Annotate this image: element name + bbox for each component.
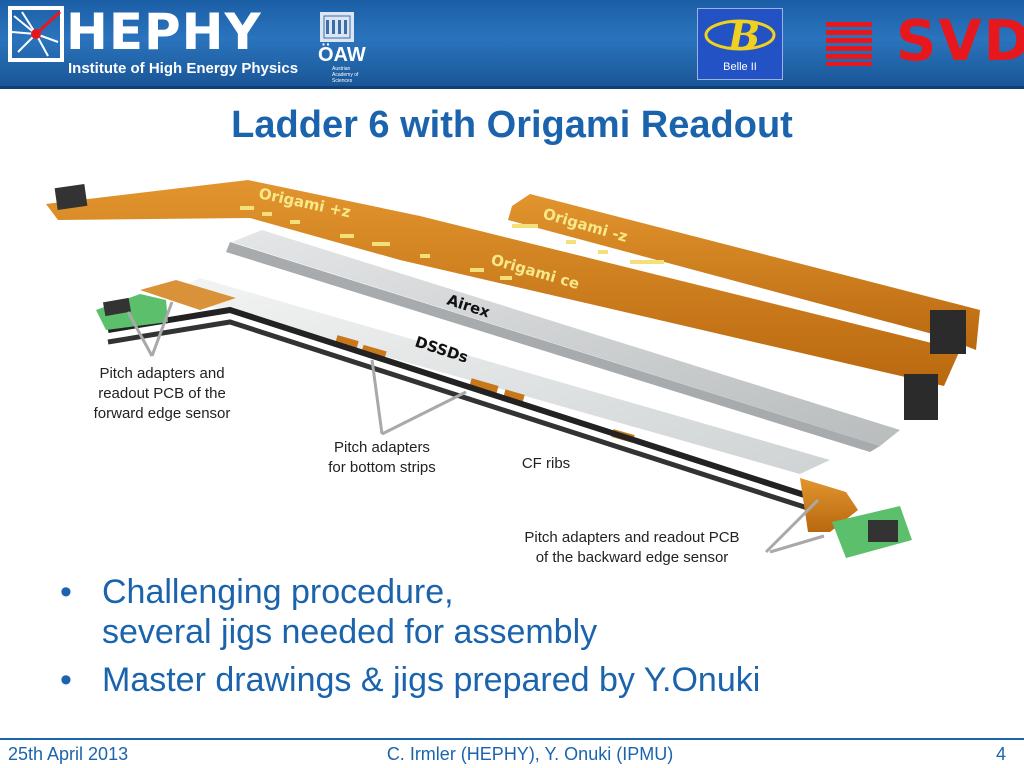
- bullet-list: • Challenging procedure, several jigs ne…: [60, 572, 760, 708]
- cf-rib-2: [107, 319, 821, 515]
- callout-backward-line-2: of the backward edge sensor: [535, 549, 729, 566]
- svg-text:B: B: [727, 13, 760, 58]
- bullet-item: • Master drawings & jigs prepared by Y.O…: [60, 660, 760, 700]
- callout-bottom-strips: Pitch adapters for bottom strips: [292, 438, 472, 478]
- bullet-dot-icon: •: [60, 661, 72, 699]
- header-bar: HEPHY Institute of High Energy Physics Ö…: [0, 0, 1024, 86]
- origami-mz-chips: [512, 224, 664, 264]
- callout-backward-line-1: Pitch adapters and readout PCB: [524, 529, 740, 546]
- belle-ii-label: Belle II: [723, 61, 757, 73]
- oaw-subtitle: Austrian Academy of Sciences: [332, 66, 359, 84]
- forward-pitch-adapter: [140, 280, 236, 310]
- belle-ii-logo: B Belle II: [697, 8, 783, 80]
- bullet-2-line-1: Master drawings & jigs prepared by Y.Onu…: [102, 661, 761, 699]
- footer-divider: [0, 738, 1024, 740]
- bottom-arrow-2: [381, 390, 467, 436]
- callout-forward-line-1: Pitch adapters and: [99, 365, 225, 382]
- callout-forward-line-3: forward edge sensor: [93, 405, 231, 422]
- bullet-1-line-1: Challenging procedure,: [102, 573, 454, 611]
- origami-pz-flex: [46, 180, 960, 386]
- oaw-building-icon: [320, 12, 354, 42]
- airex-face: [226, 242, 880, 452]
- bullet-item: • Challenging procedure, several jigs ne…: [60, 572, 760, 652]
- origami-pz-connector: [54, 184, 88, 210]
- backward-connector: [868, 520, 898, 542]
- oaw-text: ÖAW: [318, 44, 366, 66]
- bullet-dot-icon: •: [60, 573, 72, 611]
- origami-mz-flex: [508, 194, 980, 350]
- header-divider: [0, 86, 1024, 89]
- forward-pcb: [96, 294, 168, 330]
- forward-connector: [102, 297, 132, 317]
- bottom-arrow-1: [370, 359, 384, 435]
- forward-arrow-2: [126, 311, 154, 357]
- belle-b-icon: B: [704, 13, 776, 58]
- footer-authors: C. Irmler (HEPHY), Y. Onuki (IPMU): [386, 744, 674, 764]
- origami-mz-connector: [930, 310, 966, 354]
- hephy-burst-icon: [8, 6, 64, 62]
- hephy-logo-text: HEPHY: [66, 3, 262, 61]
- origami-pz-chips: [240, 206, 512, 280]
- svd-stripes-icon: [826, 22, 872, 66]
- callout-backward-sensor: Pitch adapters and readout PCB of the ba…: [486, 528, 778, 568]
- footer-date: 25th April 2013: [8, 744, 129, 764]
- callout-forward-sensor: Pitch adapters and readout PCB of the fo…: [64, 364, 260, 424]
- ladder-exploded-diagram: Origami +z Origami -z Origami ce Airex D…: [46, 180, 980, 558]
- hephy-subtitle: Institute of High Energy Physics: [68, 60, 299, 77]
- dssd-layer: [166, 278, 830, 474]
- forward-arrow: [150, 301, 174, 357]
- origami-ce-connector: [904, 374, 938, 420]
- bullet-1-line-2: several jigs needed for assembly: [102, 613, 598, 651]
- svd-logo-text: SVD: [896, 9, 1024, 74]
- backward-arrow-2: [769, 534, 825, 554]
- backward-arrow-1: [764, 498, 820, 554]
- airex-layer: [232, 230, 900, 446]
- callout-arrows: [126, 301, 825, 554]
- callout-forward-line-2: readout PCB of the: [98, 385, 226, 402]
- backward-flex: [800, 478, 858, 532]
- callout-bottom-line-2: for bottom strips: [328, 459, 436, 476]
- footer-page-number: 4: [996, 744, 1007, 764]
- callout-bottom-line-1: Pitch adapters: [334, 439, 430, 456]
- callout-cf-ribs: CF ribs: [521, 455, 571, 472]
- slide-title: Ladder 6 with Origami Readout: [231, 104, 793, 146]
